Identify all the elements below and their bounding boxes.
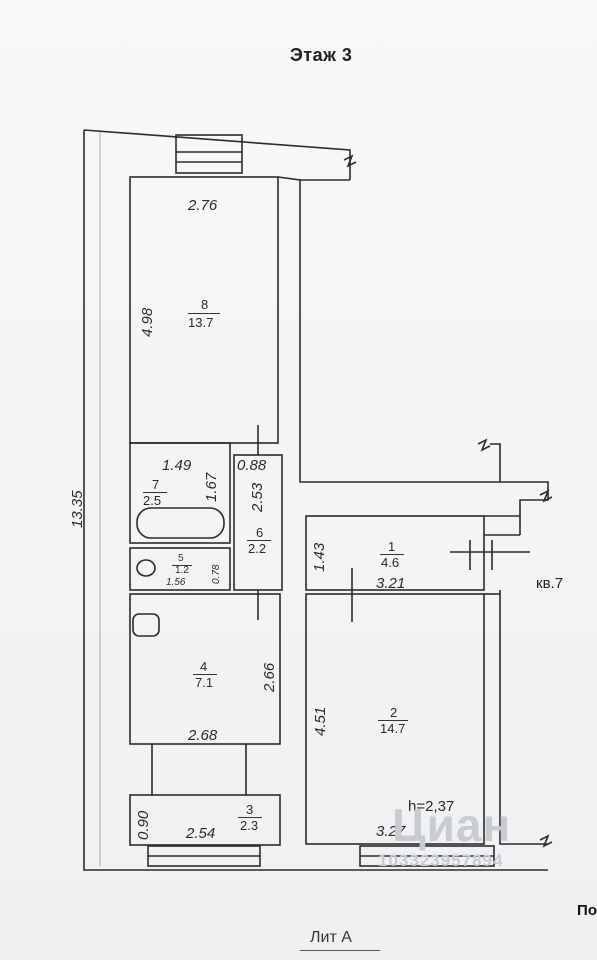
corner-text-fragment: По: [577, 902, 597, 919]
room-5-outline: [129, 547, 231, 591]
room-5-area: 1.2: [175, 565, 189, 576]
room-6-outline: [233, 454, 283, 591]
room-2-width: 3.27: [376, 823, 406, 840]
room-1-width: 3.21: [376, 575, 406, 592]
room-7-number: 7: [152, 477, 160, 492]
room-3-area: 2.3: [240, 818, 259, 833]
room-7-fraction-line: [143, 492, 167, 493]
room-2-length: 4.51: [312, 706, 329, 736]
room-1-area: 4.6: [381, 555, 400, 570]
room-8-fraction-line: [188, 313, 220, 314]
room-7-area: 2.5: [143, 493, 162, 508]
outer-wall-left: [83, 130, 548, 871]
room-4-fraction-line: [193, 674, 217, 675]
room-1-outline: [305, 515, 485, 591]
room-6-fraction-line: [247, 540, 271, 541]
room-7-outline: [129, 442, 231, 544]
room-1-length: 1.43: [311, 542, 328, 572]
room-8-length: 4.98: [139, 307, 156, 337]
apartment-label: кв.7: [536, 575, 564, 592]
room-6-area: 2.2: [248, 541, 267, 556]
room-3-fraction-line: [238, 817, 262, 818]
room-1-fraction-line: [380, 554, 404, 555]
footer-underline: [300, 950, 380, 951]
floor-title: Этаж 3: [290, 45, 353, 65]
room-8-area: 13.7: [188, 315, 214, 330]
room-3-width: 2.54: [186, 825, 216, 842]
room-2-fraction-line: [378, 720, 408, 721]
room-4-area: 7.1: [195, 675, 214, 690]
room-4-width: 2.68: [188, 727, 218, 744]
room-4-length: 2.66: [261, 662, 278, 692]
room-6-length: 2.53: [249, 482, 266, 512]
room-7-width: 1.49: [162, 457, 192, 474]
watermark-brand: Циан: [392, 799, 512, 851]
room-5-number: 5: [178, 553, 184, 564]
room-3-length: 0.90: [135, 810, 152, 840]
room-7-length: 1.67: [203, 472, 220, 502]
room-6-width: 0.88: [237, 457, 267, 474]
room-5-width: 1.56: [166, 577, 186, 588]
room-8-width: 2.76: [188, 197, 218, 214]
room-4-number: 4: [200, 659, 208, 674]
room-5-fraction-line: [172, 565, 192, 566]
room-3-outline: [129, 794, 281, 846]
overall-dimension: 13.35: [69, 490, 86, 528]
room-2-area: 14.7: [380, 721, 406, 736]
room-4-outline: [129, 593, 281, 745]
outer-wall-top: [83, 129, 351, 180]
ceiling-height: h=2,37: [408, 798, 455, 815]
room-5-length: 0.78: [211, 564, 222, 584]
room-8-number: 8: [201, 297, 209, 312]
footer-label: Лит А: [310, 929, 352, 946]
window-top: [175, 134, 243, 174]
room-6-number: 6: [256, 525, 264, 540]
room-2-number: 2: [390, 705, 398, 720]
room-2-outline: [305, 593, 485, 845]
watermark-id: 103323957894: [378, 851, 504, 870]
room-3-number: 3: [246, 802, 254, 817]
room-1-number: 1: [388, 539, 396, 554]
